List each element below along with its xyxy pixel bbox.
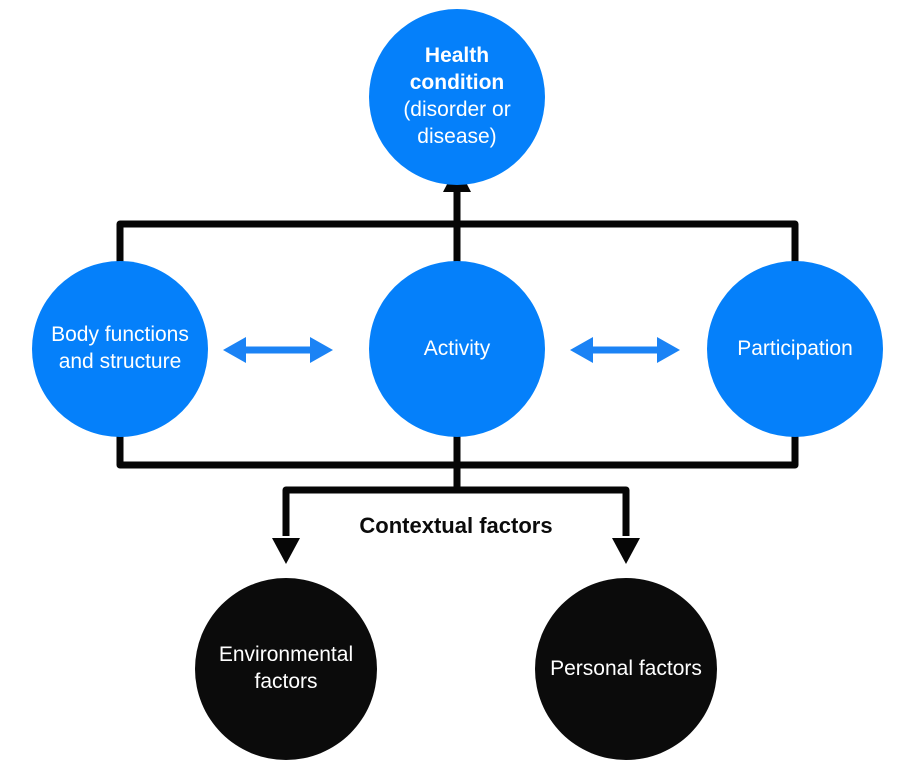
personal-factors-label: Personal factors — [550, 656, 702, 680]
arrow-right-to-participation-icon — [657, 337, 680, 363]
activity-label: Activity — [423, 336, 491, 360]
environmental-factors-label: Environmental factors — [218, 643, 354, 693]
arrow-left-to-activity-icon — [570, 337, 593, 363]
arrow-down-into-personal-icon — [612, 538, 640, 564]
node-participation: Participation — [707, 261, 883, 437]
node-body-functions: Body functions and structure — [32, 261, 208, 437]
node-health-condition: Health condition (disorder or disease) — [369, 9, 545, 185]
node-activity: Activity — [369, 261, 545, 437]
node-personal-factors: Personal factors — [535, 578, 717, 760]
health-condition-subtitle: (disorder or disease) — [403, 98, 511, 148]
body-functions-label: Body functions and structure — [51, 323, 189, 373]
arrow-left-to-body-functions-icon — [223, 337, 246, 363]
arrow-down-into-environmental-icon — [272, 538, 300, 564]
node-environmental-factors: Environmental factors — [195, 578, 377, 760]
participation-label: Participation — [737, 336, 853, 360]
health-condition-title: Health condition — [409, 44, 505, 95]
arrow-right-to-activity-icon — [310, 337, 333, 363]
contextual-factors-label: Contextual factors — [359, 513, 553, 538]
contextual-split-line — [282, 486, 630, 536]
